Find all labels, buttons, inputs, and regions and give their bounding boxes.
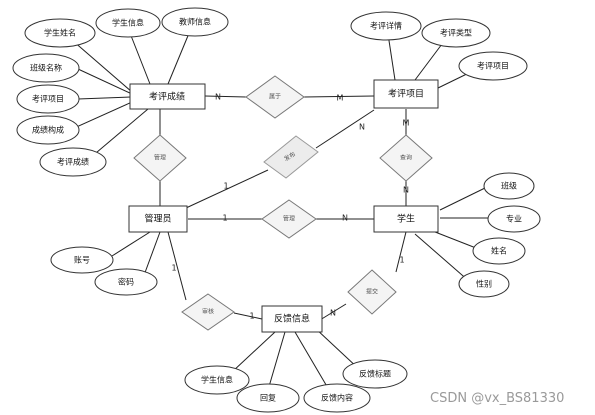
entity-admin: 管理员 bbox=[128, 205, 188, 233]
svg-text:考评项目: 考评项目 bbox=[477, 62, 509, 71]
svg-text:反馈内容: 反馈内容 bbox=[321, 393, 353, 403]
svg-text:专业: 专业 bbox=[506, 214, 522, 224]
attr-score-student-name: 学生姓名 bbox=[24, 18, 96, 48]
svg-text:学生信息: 学生信息 bbox=[201, 375, 233, 385]
attr-project-name: 考评项目 bbox=[458, 51, 528, 81]
svg-text:性别: 性别 bbox=[476, 279, 492, 289]
svg-text:成绩构成: 成绩构成 bbox=[32, 125, 64, 135]
svg-text:反馈标题: 反馈标题 bbox=[359, 369, 391, 379]
card-manage-admin: 1 bbox=[222, 214, 227, 223]
rel-review: 审核 bbox=[181, 293, 235, 331]
entity-score-label: 考评成绩 bbox=[149, 91, 185, 103]
attr-score-student-info: 学生信息 bbox=[95, 8, 161, 38]
entity-student-label: 学生 bbox=[397, 213, 415, 225]
card-query-student: N bbox=[403, 186, 409, 195]
rel-submit: 提交 bbox=[347, 269, 397, 315]
card-review-feedback: 1 bbox=[249, 312, 254, 321]
attr-feedback-title: 反馈标题 bbox=[342, 359, 408, 389]
attr-score-class-name: 班级名称 bbox=[12, 53, 80, 83]
attr-score-composition: 成绩构成 bbox=[16, 115, 80, 145]
attr-student-major: 专业 bbox=[487, 205, 541, 233]
attr-project-type: 考评类型 bbox=[421, 18, 491, 48]
card-manage-student: N bbox=[342, 214, 348, 223]
svg-text:学生姓名: 学生姓名 bbox=[44, 28, 76, 38]
rel-manage-student: 管理 bbox=[261, 199, 317, 239]
watermark-text: CSDN @vx_BS81330 bbox=[430, 391, 564, 406]
rel-belongs: 属于 bbox=[245, 75, 305, 119]
rel-query-label: 查询 bbox=[400, 154, 412, 162]
rel-publish: 发布 bbox=[263, 135, 319, 179]
card-review-admin: 1 bbox=[171, 264, 176, 273]
card-belongs-score: N bbox=[215, 93, 221, 102]
rel-submit-label: 提交 bbox=[366, 288, 378, 296]
svg-text:密码: 密码 bbox=[118, 277, 134, 287]
rel-manage-score-label: 管理 bbox=[154, 154, 166, 162]
entity-feedback: 反馈信息 bbox=[261, 305, 323, 333]
attr-feedback-reply: 回复 bbox=[236, 383, 300, 413]
svg-text:回复: 回复 bbox=[260, 393, 276, 403]
attr-feedback-student-info: 学生信息 bbox=[184, 365, 250, 395]
rel-query: 查询 bbox=[379, 134, 433, 182]
rel-belongs-label: 属于 bbox=[269, 94, 281, 101]
attr-student-gender: 性别 bbox=[458, 270, 510, 298]
svg-text:姓名: 姓名 bbox=[491, 246, 507, 256]
entity-score: 考评成绩 bbox=[129, 83, 206, 110]
rel-review-label: 审核 bbox=[202, 308, 214, 316]
card-submit-student: 1 bbox=[399, 256, 404, 265]
rel-manage-score: 管理 bbox=[133, 134, 187, 182]
rel-manage-student-label: 管理 bbox=[283, 215, 295, 223]
card-query-project: M bbox=[403, 119, 410, 128]
entity-student: 学生 bbox=[373, 205, 439, 233]
card-publish-project: N bbox=[359, 123, 365, 132]
svg-text:学生信息: 学生信息 bbox=[112, 18, 144, 28]
svg-text:考评成绩: 考评成绩 bbox=[57, 157, 89, 167]
svg-text:教师信息: 教师信息 bbox=[179, 17, 211, 27]
entity-feedback-label: 反馈信息 bbox=[274, 313, 310, 325]
svg-text:班级: 班级 bbox=[501, 181, 517, 191]
edges bbox=[64, 25, 488, 396]
card-submit-feedback: N bbox=[330, 309, 336, 318]
entity-admin-label: 管理员 bbox=[144, 213, 171, 225]
attr-student-name: 姓名 bbox=[472, 237, 526, 265]
svg-text:考评详情: 考评详情 bbox=[370, 21, 402, 31]
attr-project-detail: 考评详情 bbox=[350, 11, 422, 41]
attr-student-class: 班级 bbox=[483, 172, 535, 200]
attr-feedback-content: 反馈内容 bbox=[303, 383, 371, 413]
attr-admin-account: 账号 bbox=[50, 246, 114, 274]
svg-text:班级名称: 班级名称 bbox=[30, 63, 62, 73]
attr-admin-password: 密码 bbox=[94, 268, 158, 296]
entity-project-label: 考评项目 bbox=[388, 89, 424, 100]
card-publish-admin: 1 bbox=[223, 182, 228, 191]
attr-score-project: 考评项目 bbox=[16, 84, 80, 114]
cardinalities: N M 1 N M N 1 N 1 1 1 N bbox=[171, 93, 409, 321]
svg-text:考评类型: 考评类型 bbox=[440, 28, 472, 38]
svg-text:考评项目: 考评项目 bbox=[32, 95, 64, 104]
entity-project: 考评项目 bbox=[373, 79, 439, 109]
svg-text:账号: 账号 bbox=[74, 256, 90, 265]
attr-score-teacher-info: 教师信息 bbox=[161, 7, 229, 37]
attr-score-result: 考评成绩 bbox=[39, 147, 107, 177]
card-belongs-project: M bbox=[337, 94, 344, 103]
